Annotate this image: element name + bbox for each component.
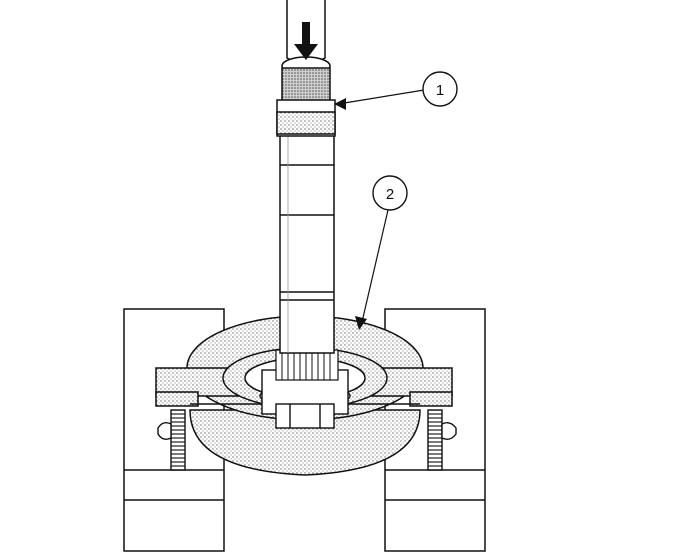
press-arrow-icon [294,22,318,60]
shaft-spline [275,349,339,381]
callout-1-label: 1 [436,82,444,99]
shaft [279,134,335,354]
installer-tool [276,67,336,137]
right-bolt [427,409,457,471]
callout-2-label: 2 [386,186,394,203]
callout-2: 2 [355,175,408,330]
left-bolt [157,409,186,471]
bearing-separator [155,315,453,476]
callout-1: 1 [334,71,458,110]
